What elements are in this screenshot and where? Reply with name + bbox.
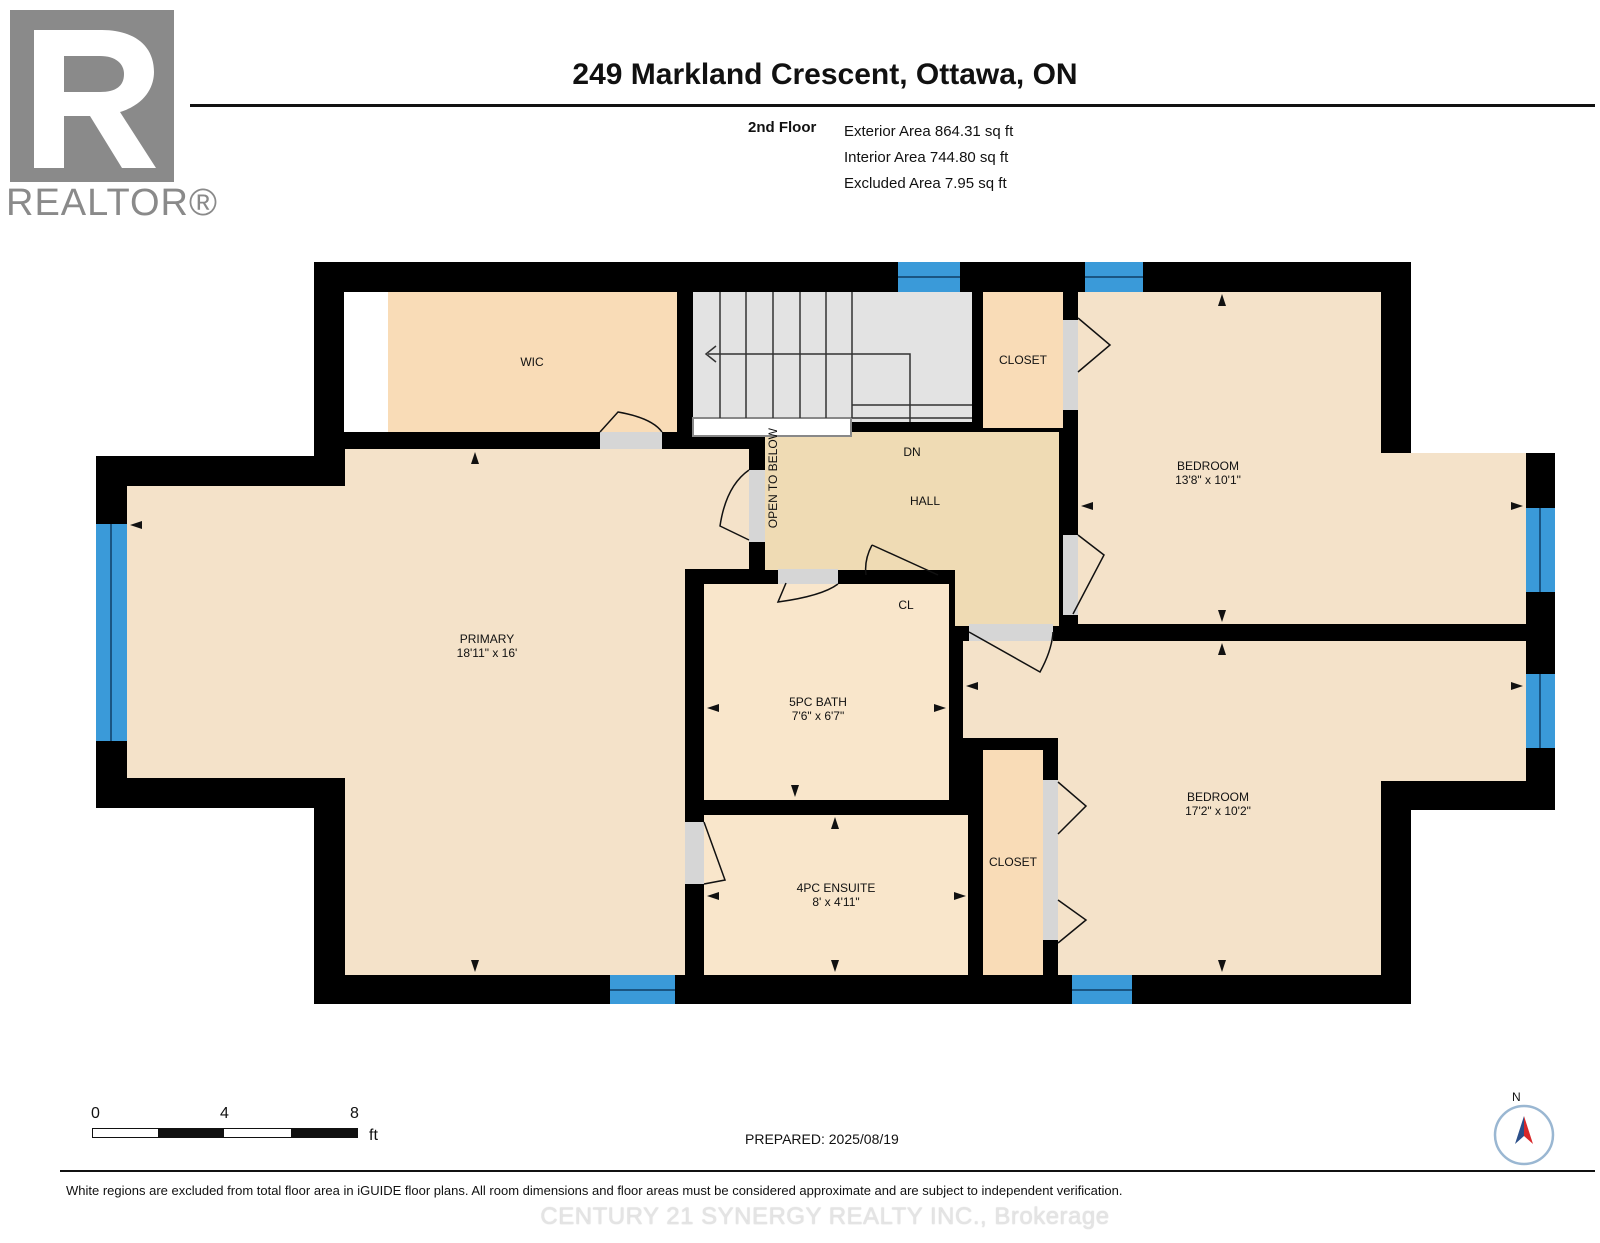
room-hall xyxy=(765,432,1059,570)
room-wic xyxy=(388,292,677,432)
room-label-primary: PRIMARY xyxy=(460,632,514,646)
room-bedroom-top xyxy=(1078,292,1381,453)
room-bedroom-bottom xyxy=(963,641,1526,975)
scale-tick-0: 0 xyxy=(91,1105,100,1122)
room-label-bedroom-top: BEDROOM xyxy=(1177,459,1239,473)
area-list: Exterior Area 864.31 sq ft Interior Area… xyxy=(844,119,1013,197)
room-bedroom-top-ext xyxy=(1078,453,1526,624)
compass: N xyxy=(1491,1090,1561,1170)
stairs-dn-label: DN xyxy=(903,445,920,459)
window-mullions xyxy=(110,276,1541,991)
room-white-excluded xyxy=(344,292,388,432)
room-dims-primary: 18'11" x 16' xyxy=(457,646,518,660)
room-label-cl: CL xyxy=(898,598,914,612)
room-ensuite xyxy=(704,815,968,975)
scale-bar: 0 4 8 ft xyxy=(80,1105,400,1165)
dimension-arrows xyxy=(130,294,1523,972)
room-label-closet-bottom: CLOSET xyxy=(989,855,1038,869)
room-closet-bottom xyxy=(983,750,1043,975)
scale-tick-8: 8 xyxy=(350,1105,359,1122)
disclaimer-text: White regions are excluded from total fl… xyxy=(66,1183,1123,1198)
room-closet-top xyxy=(983,292,1063,428)
realtor-r-icon xyxy=(10,10,174,182)
open-to-below-rail xyxy=(692,417,852,437)
interior-area: Interior Area 744.80 sq ft xyxy=(844,149,1009,166)
prepared-date: PREPARED: 2025/08/19 xyxy=(745,1131,899,1147)
room-dims-bedroom-top: 13'8" x 10'1" xyxy=(1175,473,1241,487)
open-to-below-label: OPEN TO BELOW xyxy=(766,427,780,528)
floor-name: 2nd Floor xyxy=(748,119,817,136)
brokerage-watermark: CENTURY 21 SYNERGY REALTY INC., Brokerag… xyxy=(540,1203,1110,1230)
room-label-bedroom-bottom: BEDROOM xyxy=(1187,790,1249,804)
realtor-logo: REALTOR® xyxy=(6,8,217,224)
room-dims-bath: 7'6" x 6'7" xyxy=(792,709,844,723)
room-label-bath: 5PC BATH xyxy=(789,695,847,709)
scale-unit: ft xyxy=(369,1127,378,1144)
room-label-wic: WIC xyxy=(520,355,544,369)
excluded-area: Excluded Area 7.95 sq ft xyxy=(844,175,1007,192)
compass-north-label: N xyxy=(1512,1090,1521,1104)
room-label-closet-top: CLOSET xyxy=(999,353,1048,367)
room-stairs xyxy=(693,292,972,422)
room-dims-bedroom-bottom: 17'2" x 10'2" xyxy=(1185,804,1251,818)
room-label-hall: HALL xyxy=(910,494,940,508)
room-label-ensuite: 4PC ENSUITE xyxy=(797,881,876,895)
scale-tick-4: 4 xyxy=(220,1105,229,1122)
scale-bar-graphic xyxy=(92,1128,358,1138)
stair-treads xyxy=(704,292,972,422)
title-divider xyxy=(190,104,1595,107)
exterior-area: Exterior Area 864.31 sq ft xyxy=(844,123,1014,140)
door-openings xyxy=(600,320,1078,940)
realtor-logo-text: REALTOR® xyxy=(6,182,218,224)
door-swings xyxy=(599,317,1112,944)
room-primary xyxy=(127,449,749,975)
room-dims-ensuite: 8' x 4'11" xyxy=(812,895,859,909)
page-title: 249 Markland Crescent, Ottawa, ON xyxy=(572,58,1078,91)
compass-icon xyxy=(1493,1104,1555,1166)
room-hall-lower xyxy=(955,570,1059,626)
footer-divider xyxy=(60,1170,1595,1172)
room-bath xyxy=(704,584,949,800)
